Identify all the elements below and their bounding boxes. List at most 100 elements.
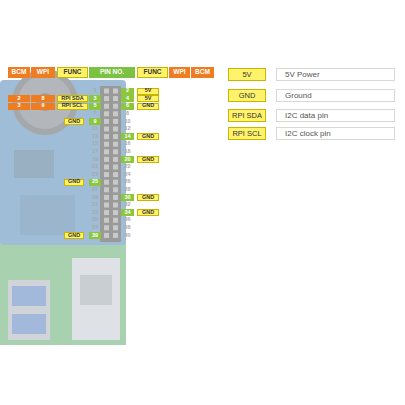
bcm-number: 2 [8,95,30,102]
legend-swatch: RPI SDA [228,109,266,122]
header-pin [104,89,109,94]
header-pin [104,233,109,238]
pin-number: 2 [121,88,134,95]
pin-number: 29 [89,194,101,201]
pin-number: 27 [89,186,101,193]
pin-function: GND [64,179,84,186]
pin-number: 10 [121,118,134,125]
pin-number: 23 [89,171,101,178]
header-pin [104,104,109,109]
pin-number: 6 [121,103,134,110]
legend-entry: Ground [276,89,395,102]
header-pin [104,149,109,154]
legend-text: I2C clock pin [285,129,331,138]
pin-number: 7 [89,110,101,117]
header-pin [113,210,118,215]
header-pins [104,89,118,238]
swatch-label: GND [239,92,256,100]
swatch-label: RPI SDA [232,112,262,120]
pin-number: 36 [121,217,134,224]
legend-swatch: RPI SCL [228,127,266,140]
header-pin [104,134,109,139]
column-header: WPI [31,67,55,78]
ethernet-socket [80,275,112,305]
header-pin [113,172,118,177]
pin-function: GND [137,156,159,163]
pin-function: GND [137,194,159,201]
ethernet-port [72,258,120,340]
pin-number: 33 [89,209,101,216]
pin-number: 34 [121,209,134,216]
pin-number: 13 [89,133,101,140]
pin-function: 5V [137,95,159,102]
header-pin [104,225,109,230]
legend-swatch: GND [228,89,266,102]
column-header: FUNC [137,67,168,78]
header-pin [104,172,109,177]
pin-number: 21 [89,164,101,171]
legend-entry: I2C clock pin [276,127,395,140]
pin-number: 4 [121,95,134,102]
header-pin [104,210,109,215]
header-pin [113,203,118,208]
swatch-label: 5V [242,71,251,79]
pin-number: 37 [89,224,101,231]
column-header: BCM [191,67,214,78]
pin-number: 18 [121,148,134,155]
pin-number: 39 [89,232,101,239]
usb-slot [12,286,46,306]
header-pin [113,134,118,139]
header-pin [113,157,118,162]
bcm-number: 3 [8,103,30,110]
pin-number: 14 [121,133,134,140]
pin-number: 11 [89,126,101,133]
usb-port [8,280,50,340]
pin-function: RPI SCL [57,103,88,110]
column-header: BCM [8,67,30,78]
pin-number: 26 [121,179,134,186]
header-pin [104,119,109,124]
pin-function: GND [137,133,159,140]
header-pin [113,225,118,230]
pin-number: 40 [121,232,134,239]
hat-component [20,195,75,235]
pin-function: GND [64,232,84,239]
header-pin [104,142,109,147]
pin-number: 17 [89,148,101,155]
board-group [0,69,126,345]
pin-number: 30 [121,194,134,201]
gpio-header [100,86,121,242]
pin-number: 24 [121,171,134,178]
hat-board [0,80,126,245]
pin-number: 32 [121,202,134,209]
pin-function: GND [137,209,159,216]
wpi-number: 9 [31,103,55,110]
header-pin [113,111,118,116]
pin-number: 20 [121,156,134,163]
header-pin [104,195,109,200]
legend-text: Ground [285,91,312,100]
header-pin [104,187,109,192]
header-pin [113,165,118,170]
chip [14,150,54,178]
pin-number: 8 [121,110,134,117]
header-pin [113,104,118,109]
header-pin [104,127,109,132]
pin-number: 12 [121,126,134,133]
header-pin [113,218,118,223]
header-pin [113,187,118,192]
pin-number: 19 [89,156,101,163]
header-pin [113,96,118,101]
pin-function: GND [137,103,159,110]
header-pin [104,157,109,162]
header-pin [113,195,118,200]
header-pin [113,119,118,124]
legend-entry: I2C data pin [276,109,395,122]
header-pin [104,96,109,101]
pin-number: 9 [89,118,101,125]
pin-function: RPI SDA [57,95,88,102]
legend-entry: 5V Power [276,68,395,81]
header-pin [113,149,118,154]
